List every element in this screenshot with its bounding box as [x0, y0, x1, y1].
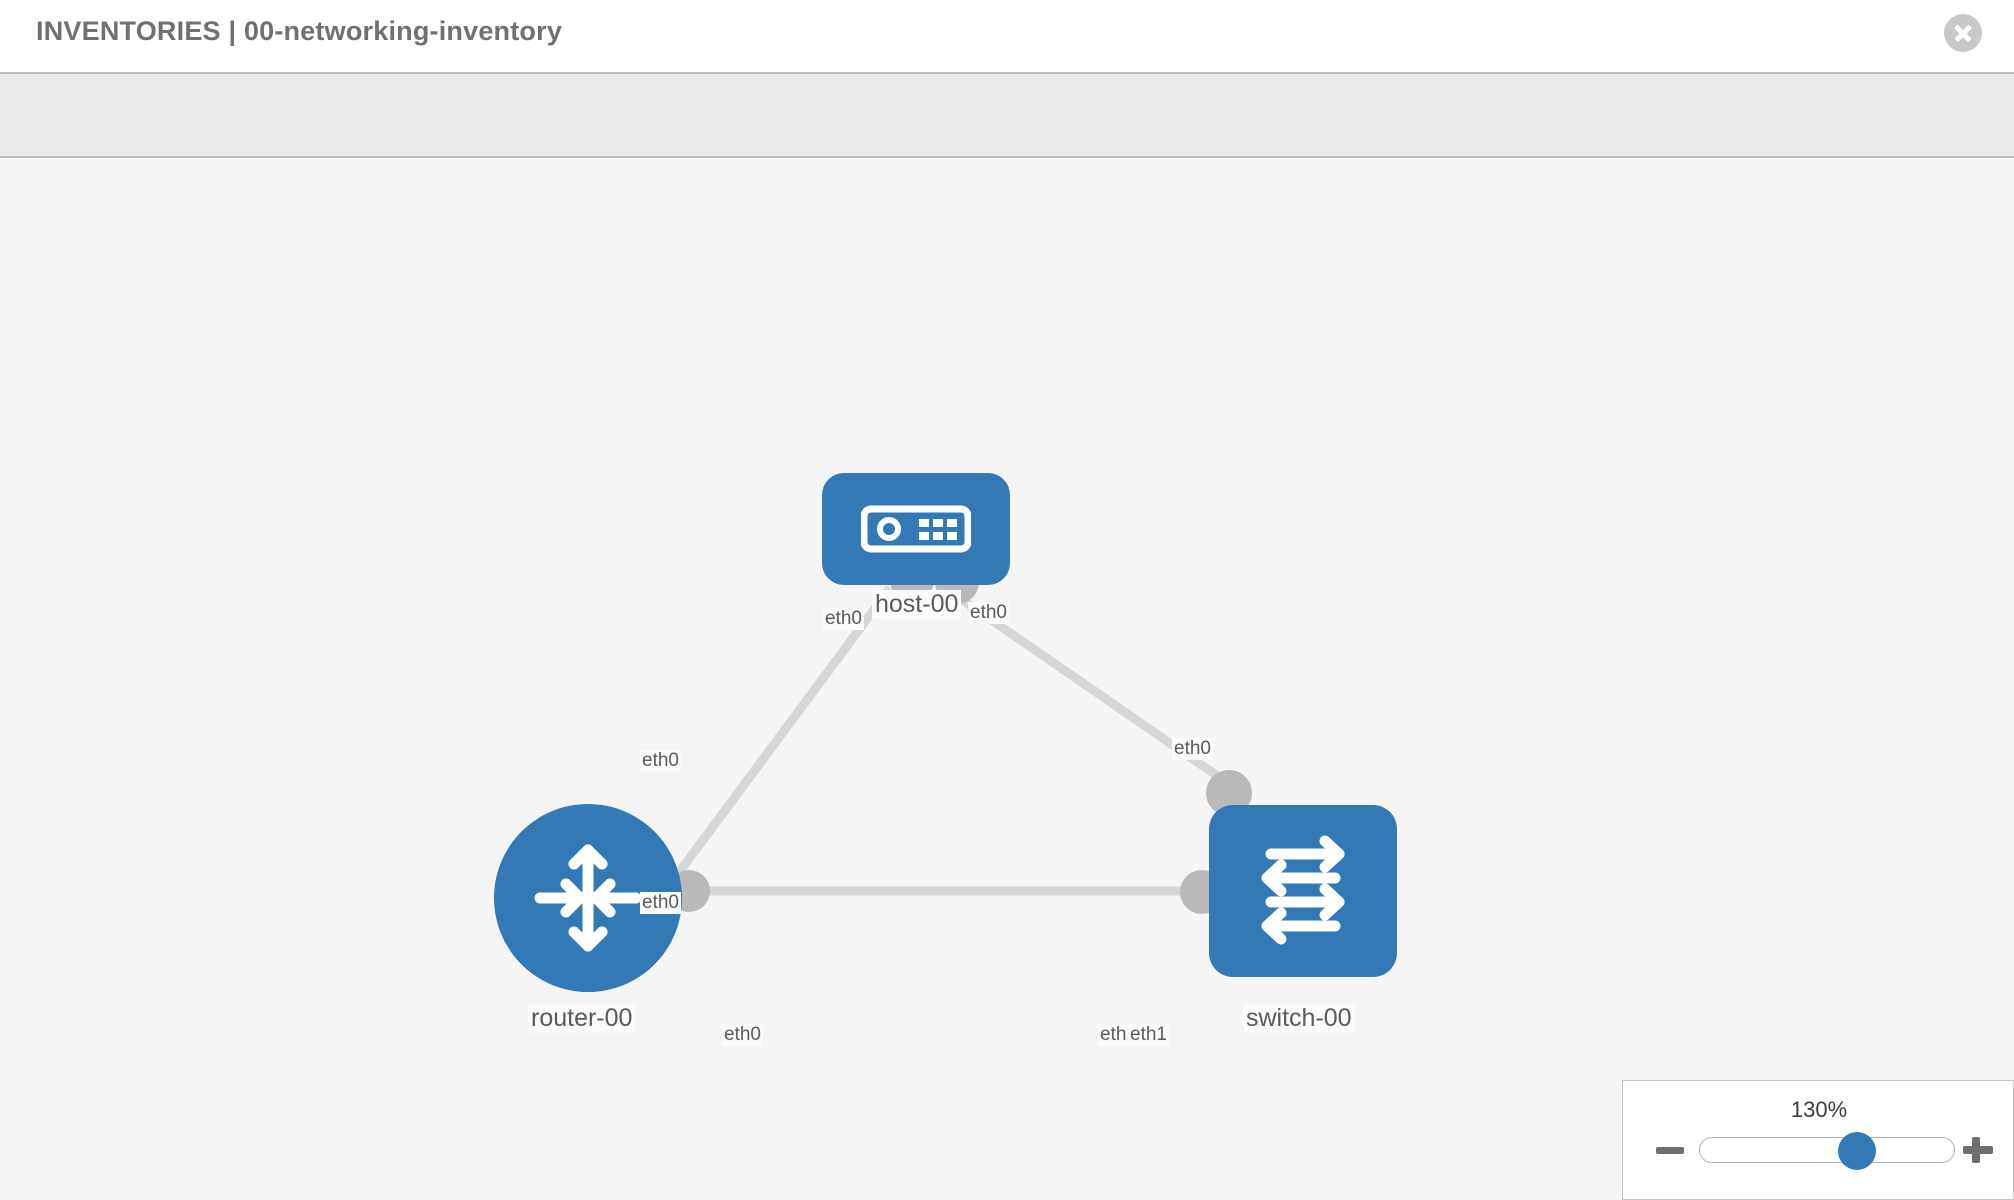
node-switch-00-label: switch-00 [1243, 1004, 1355, 1033]
iface-label-router-uplink: eth0 [640, 750, 681, 772]
plus-icon-vertical [1972, 1137, 1980, 1163]
switch-arrows-icon [1261, 835, 1345, 945]
node-host-00-shape[interactable] [822, 473, 1010, 585]
link-router-host [656, 585, 894, 901]
node-switch-00[interactable] [1209, 805, 1397, 977]
zoom-out-button[interactable] [1653, 1133, 1687, 1167]
node-host-00[interactable] [822, 473, 1010, 585]
zoom-in-button[interactable] [1961, 1133, 1995, 1167]
topology-links [656, 584, 1238, 901]
iface-label-switch-left-b: eth1 [1128, 1024, 1169, 1046]
iface-label-router-horizontal: eth0 [722, 1024, 763, 1046]
minus-icon [1656, 1147, 1684, 1154]
page-header: INVENTORIES | 00-networking-inventory [0, 0, 2014, 72]
server-device-icon [861, 505, 971, 553]
toolbar: ACTIONS SEARCH [0, 72, 2014, 216]
zoom-control-panel: 130% [1622, 1080, 2014, 1200]
iface-label-host-left: eth0 [823, 608, 864, 630]
node-host-00-label: host-00 [872, 590, 962, 619]
close-icon[interactable] [1944, 14, 1982, 52]
iface-label-switch-up: eth0 [1172, 738, 1213, 760]
router-arrows-icon [534, 844, 642, 952]
topology-canvas[interactable]: host-00 eth0 eth0 [0, 158, 2014, 1200]
node-switch-00-shape[interactable] [1209, 805, 1397, 977]
zoom-slider[interactable] [1699, 1132, 1955, 1170]
iface-label-router-right: eth0 [640, 892, 681, 914]
zoom-level-label: 130% [1790, 1097, 1848, 1122]
node-router-00-label: router-00 [528, 1004, 636, 1033]
page-title: INVENTORIES | 00-networking-inventory [36, 16, 563, 46]
iface-label-host-right: eth0 [968, 602, 1009, 624]
zoom-slider-thumb[interactable] [1838, 1132, 1877, 1170]
